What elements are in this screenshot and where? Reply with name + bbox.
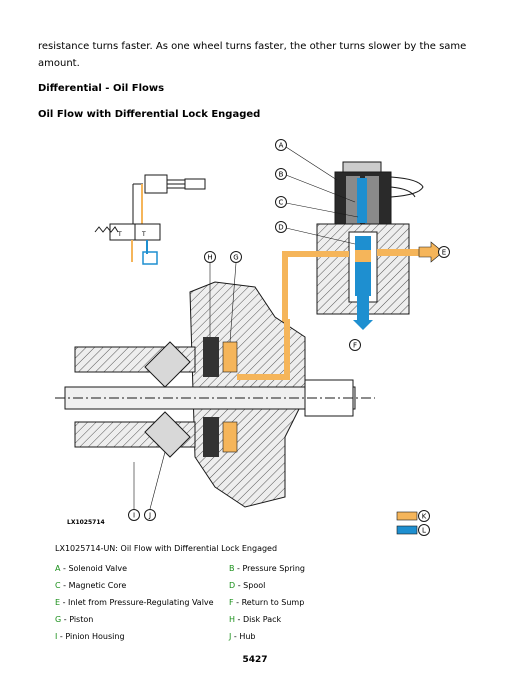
svg-text:I: I xyxy=(133,512,135,520)
legend-item: H - Disk Pack xyxy=(229,615,282,624)
legend-item: A - Solenoid Valve xyxy=(55,564,128,573)
svg-text:J: J xyxy=(148,512,151,520)
svg-text:C: C xyxy=(279,199,284,207)
legend-item: G - Piston xyxy=(55,615,94,624)
svg-text:L: L xyxy=(422,527,426,535)
legend-item: B - Pressure Spring xyxy=(229,564,306,573)
svg-text:K: K xyxy=(422,513,427,521)
legend-item: I - Pinion Housing xyxy=(55,632,125,641)
drawing-id-label: LX1025714 xyxy=(67,519,105,526)
callout-legend: A - Solenoid Valve B - Pressure Spring C… xyxy=(55,560,415,645)
svg-text:B: B xyxy=(279,171,284,179)
svg-text:F: F xyxy=(353,342,357,350)
figure-caption: LX1025714-UN: Oil Flow with Differential… xyxy=(55,544,278,553)
svg-text:H: H xyxy=(207,254,212,262)
oil-color-legend xyxy=(396,511,418,535)
svg-text:T: T xyxy=(141,231,146,238)
svg-text:D: D xyxy=(278,224,283,232)
svg-text:E: E xyxy=(442,249,446,257)
intro-paragraph: resistance turns faster. As one wheel tu… xyxy=(38,41,467,69)
differential-cross-section xyxy=(55,281,375,508)
differential-lock-illustration: T T xyxy=(55,132,455,537)
hydraulic-schematic-symbol: T T xyxy=(94,174,206,265)
legend-item: J - Hub xyxy=(229,632,256,641)
callout-labels: A B C D E F H G I J K L LX1025714 xyxy=(67,139,450,536)
section-heading: Differential - Oil Flows xyxy=(38,83,165,94)
legend-item: F - Return to Sump xyxy=(229,598,305,607)
solenoid-valve xyxy=(282,161,444,330)
legend-item: D - Spool xyxy=(229,581,266,590)
page-number: 5427 xyxy=(242,655,268,665)
legend-item: C - Magnetic Core xyxy=(55,581,127,590)
figure-heading: Oil Flow with Differential Lock Engaged xyxy=(38,109,261,120)
svg-text:G: G xyxy=(233,254,238,262)
svg-text:A: A xyxy=(279,142,284,150)
legend-item: E - Inlet from Pressure-Regulating Valve xyxy=(55,598,214,607)
svg-text:T: T xyxy=(117,231,122,238)
